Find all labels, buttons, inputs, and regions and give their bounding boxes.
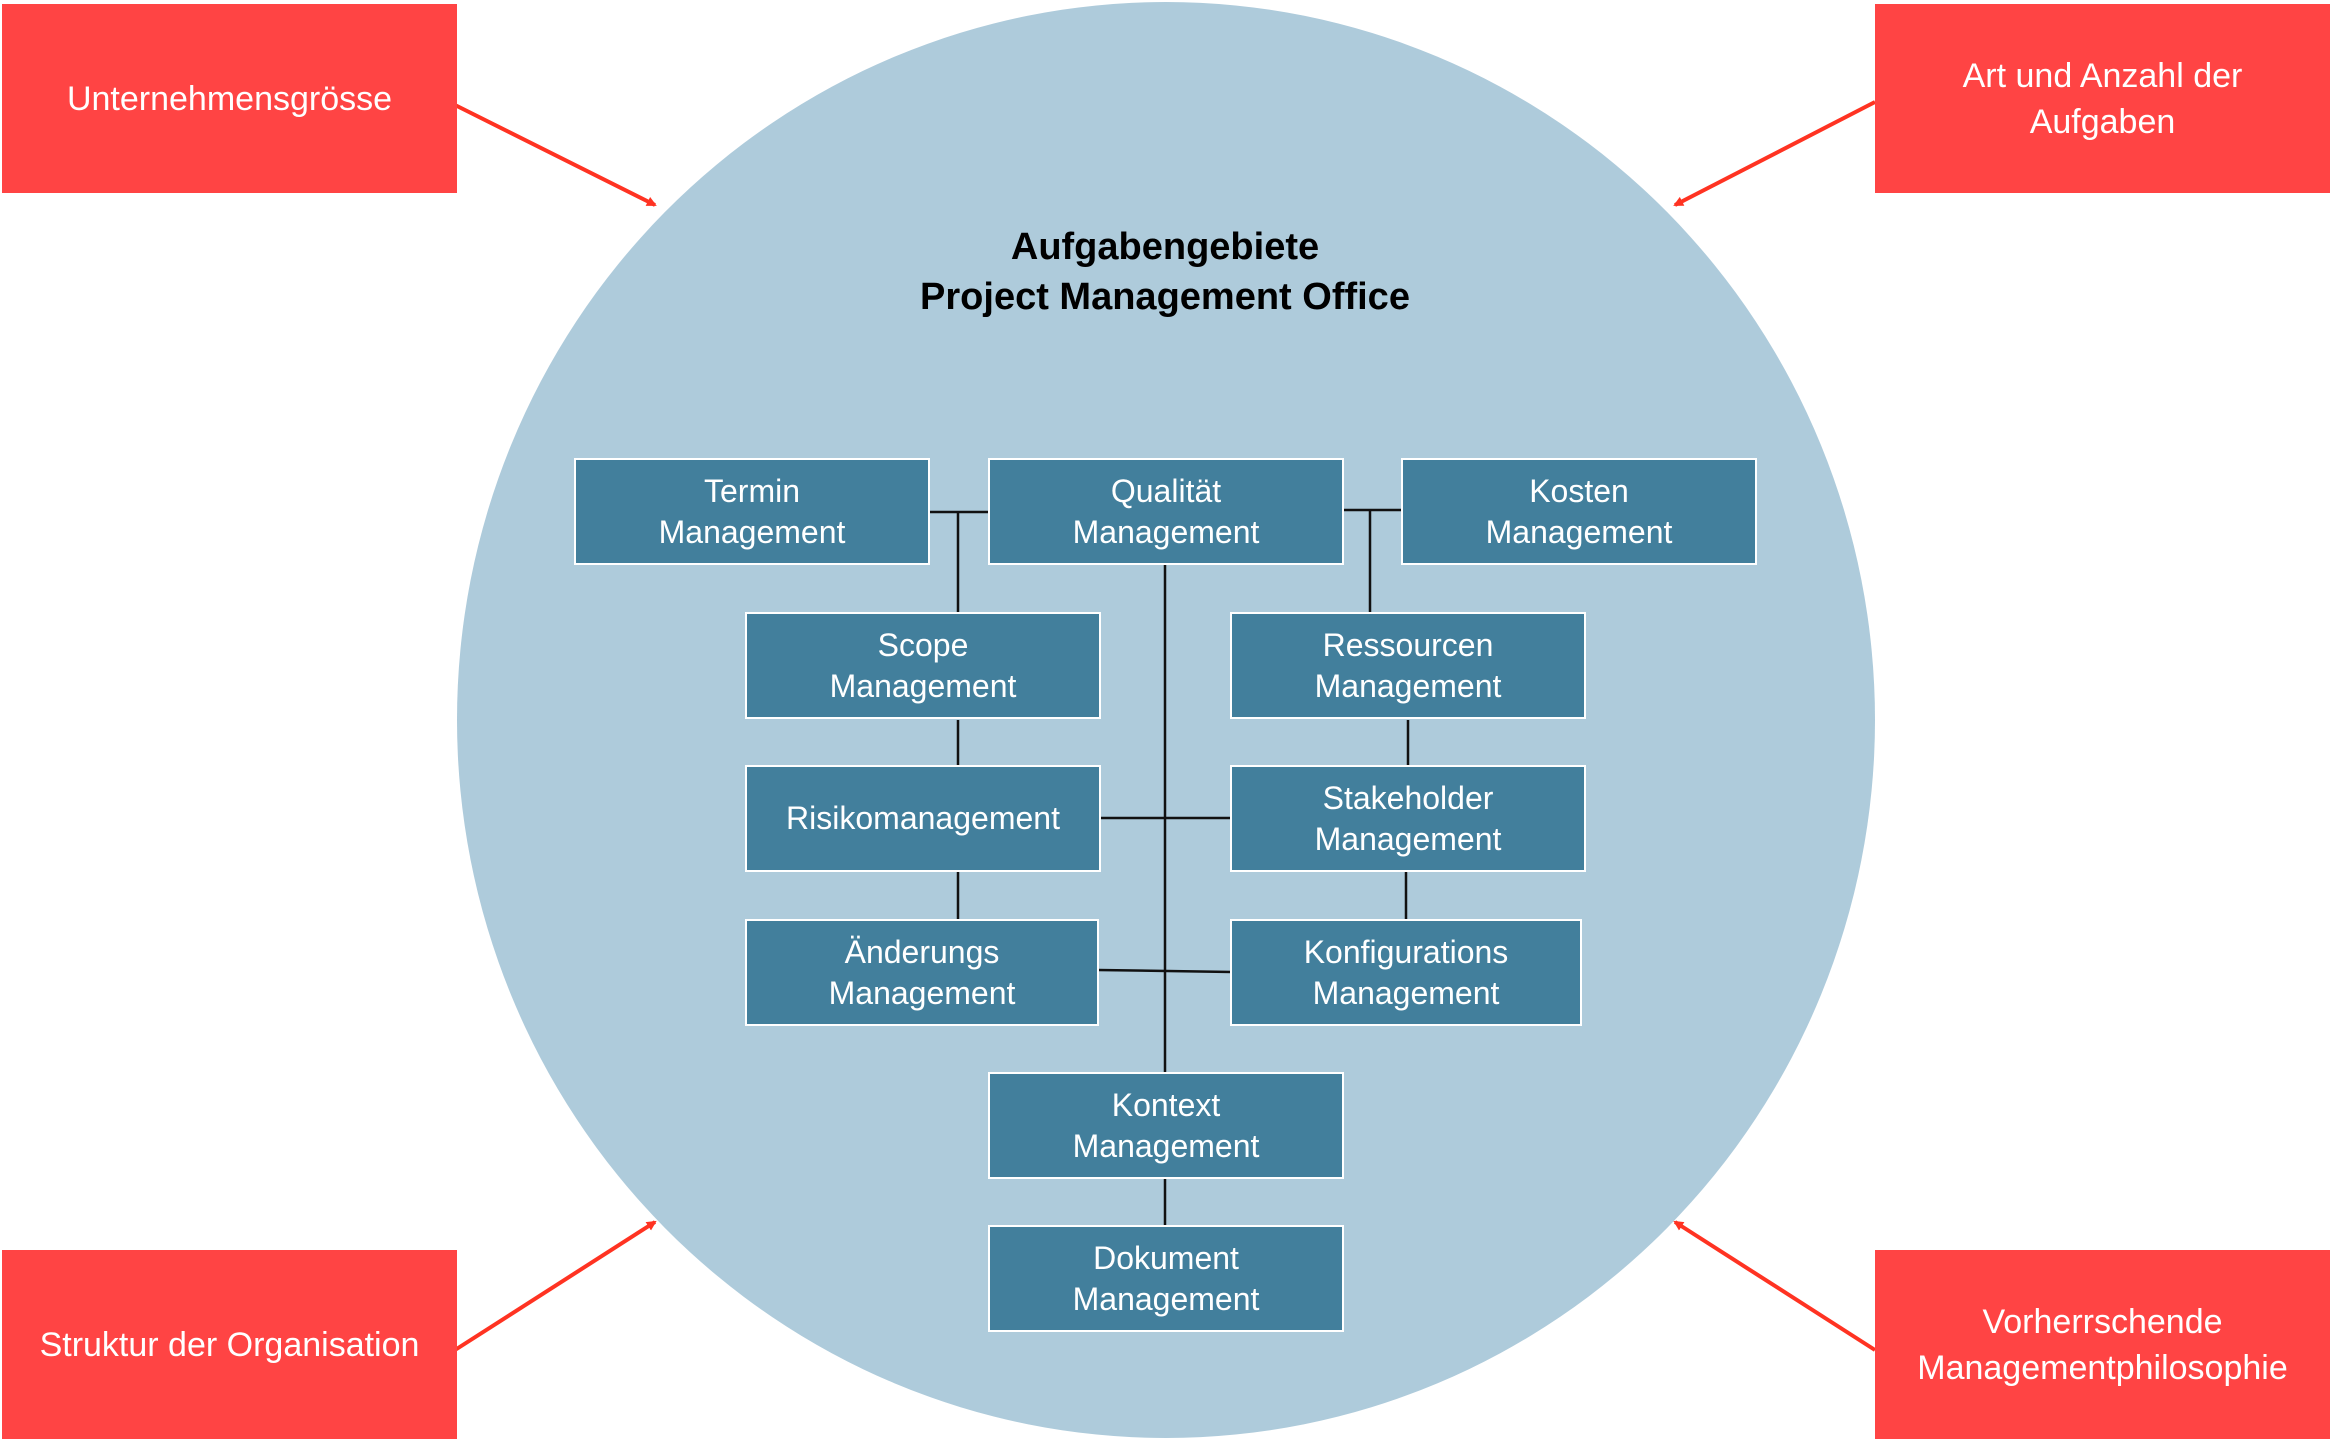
factor-unternehmensgroesse: Unternehmensgrösse (2, 4, 457, 193)
diagram-title: Aufgabengebiete Project Management Offic… (865, 222, 1465, 322)
box-stakeholder-management: Stakeholder Management (1230, 765, 1586, 872)
connector-aenderungs-konfigurations (1097, 968, 1233, 974)
arrow-bottom-right (1673, 1220, 1877, 1352)
factor-label-line-1: Vorherrschende (1982, 1302, 2223, 1341)
box-dokument-management: Dokument Management (988, 1225, 1344, 1332)
factor-label-line-2: Aufgaben (2029, 102, 2176, 141)
box-kontext-management: Kontext Management (988, 1072, 1344, 1179)
box-label-line-2: Management (1072, 513, 1260, 550)
box-label-line-2: Management (1072, 1127, 1260, 1164)
box-label-line-1: Dokument (1093, 1239, 1239, 1276)
arrow-top-left (454, 103, 657, 207)
box-label-line-2: Management (1314, 820, 1502, 857)
box-label-line-2: Management (1314, 667, 1502, 704)
box-qualitaet-management: Qualität Management (988, 458, 1344, 565)
box-label-line-1: Stakeholder (1322, 779, 1494, 816)
factor-managementphilosophie: Vorherrschende Managementphilosophie (1875, 1250, 2330, 1439)
box-label-line-1: Risikomanagement (786, 800, 1060, 836)
factor-struktur-der-organisation: Struktur der Organisation (2, 1250, 457, 1439)
box-label-line-2: Management (828, 974, 1016, 1011)
factor-label-line-1: Struktur der Organisation (39, 1325, 420, 1364)
box-label-line-2: Management (1485, 513, 1673, 550)
box-label-line-1: Konfigurations (1303, 933, 1509, 970)
box-konfigurations-management: Konfigurations Management (1230, 919, 1582, 1026)
box-kosten-management: Kosten Management (1401, 458, 1757, 565)
box-label-line-1: Qualität (1110, 472, 1222, 509)
box-label-line-1: Ressourcen (1322, 626, 1494, 663)
factor-art-und-anzahl-der-aufgaben: Art und Anzahl der Aufgaben (1875, 4, 2330, 193)
arrow-bottom-left (453, 1220, 657, 1352)
title-line-1: Aufgabengebiete (1010, 226, 1320, 268)
box-label-line-1: Änderungs (844, 933, 1000, 970)
box-label-line-1: Scope (877, 626, 969, 663)
box-label-line-2: Management (658, 513, 846, 550)
factor-label-line-1: Art und Anzahl der (1962, 56, 2243, 95)
box-label-line-2: Management (1312, 974, 1500, 1011)
box-label-line-1: Kontext (1111, 1086, 1221, 1123)
box-scope-management: Scope Management (745, 612, 1101, 719)
box-ressourcen-management: Ressourcen Management (1230, 612, 1586, 719)
factor-label-line-2: Managementphilosophie (1917, 1348, 2288, 1387)
box-label-line-1: Kosten (1529, 472, 1629, 509)
factor-label-line-1: Unternehmensgrösse (66, 79, 393, 118)
box-label-line-2: Management (1072, 1280, 1260, 1317)
box-termin-management: Termin Management (574, 458, 930, 565)
box-risikomanagement: Risikomanagement (745, 765, 1101, 872)
title-line-2: Project Management Office (920, 276, 1410, 318)
box-label-line-2: Management (829, 667, 1017, 704)
box-aenderungs-management: Änderungs Management (745, 919, 1099, 1026)
arrow-top-right (1673, 100, 1876, 207)
box-label-line-1: Termin (703, 472, 800, 509)
